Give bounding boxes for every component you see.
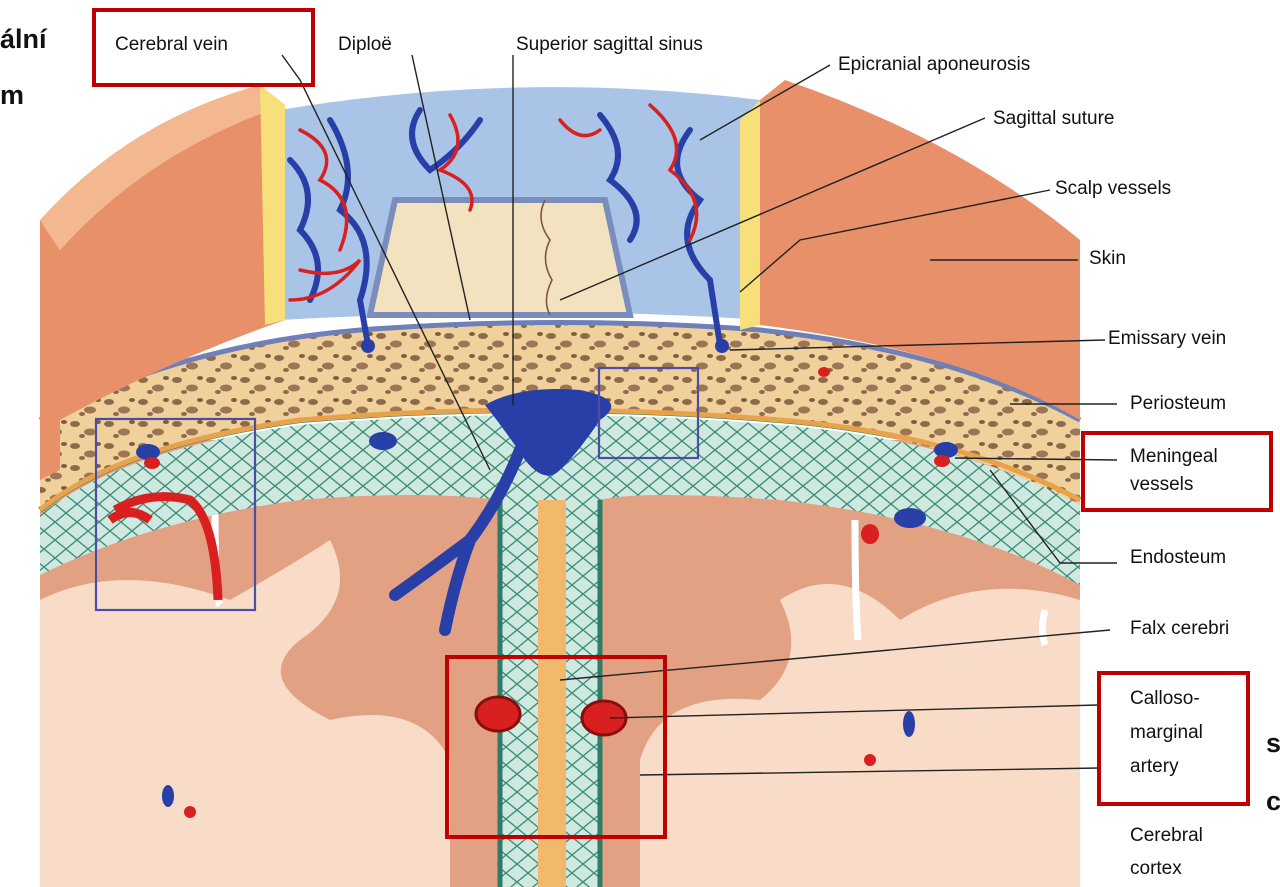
label-cerebral-cortex-1: Cerebral [1130,825,1203,846]
slide-text-right-1: s [1266,728,1280,758]
label-periosteum: Periosteum [1130,393,1226,414]
meningeal-vein-right [934,442,958,458]
cortical-artery-right [861,524,879,544]
label-emissary-vein: Emissary vein [1108,328,1226,349]
small-artery-1 [184,806,196,818]
label-diploe: Diploë [338,34,392,55]
label-epicranial-aponeurosis: Epicranial aponeurosis [838,54,1030,75]
callosomarginal-artery-left [476,697,520,731]
highlight-meningeal-vessels [1083,433,1271,510]
label-cerebral-vein: Cerebral vein [115,34,228,55]
slide-text-top-1: ální [0,24,48,54]
sagittal-suture-bone [370,200,630,315]
small-artery-2 [864,754,876,766]
meningeal-artery-right [934,455,950,467]
label-skin: Skin [1089,248,1126,269]
cortical-vein-right [894,508,926,528]
meningeal-artery-left [144,457,160,469]
label-callosomarginal-3: artery [1130,756,1179,777]
slide-text-top-2: m [0,80,24,110]
diploic-artery [818,367,830,377]
label-superior-sagittal-sinus: Superior sagittal sinus [516,34,703,55]
emissary-vein-right [715,339,729,353]
small-vein-1 [162,785,174,807]
falx-cerebri [500,440,600,887]
meningeal-vein-left [136,444,160,460]
sulcus-right-1 [855,520,858,640]
label-meningeal-vessels-1: Meningeal [1130,446,1218,467]
label-falx-cerebri: Falx cerebri [1130,618,1229,639]
emissary-vein-left [361,339,375,353]
small-vein-2 [903,711,915,737]
label-callosomarginal-2: marginal [1130,722,1203,743]
label-cerebral-cortex-2: cortex [1130,858,1182,879]
slide-text-right-2: c [1266,786,1280,816]
label-sagittal-suture: Sagittal suture [993,108,1114,129]
meningeal-vein-mid [369,432,397,450]
label-scalp-vessels: Scalp vessels [1055,178,1171,199]
label-meningeal-vessels-2: vessels [1130,474,1193,495]
label-callosomarginal-1: Calloso- [1130,688,1200,709]
sulcus-right-2 [1043,610,1046,645]
label-endosteum: Endosteum [1130,547,1226,568]
